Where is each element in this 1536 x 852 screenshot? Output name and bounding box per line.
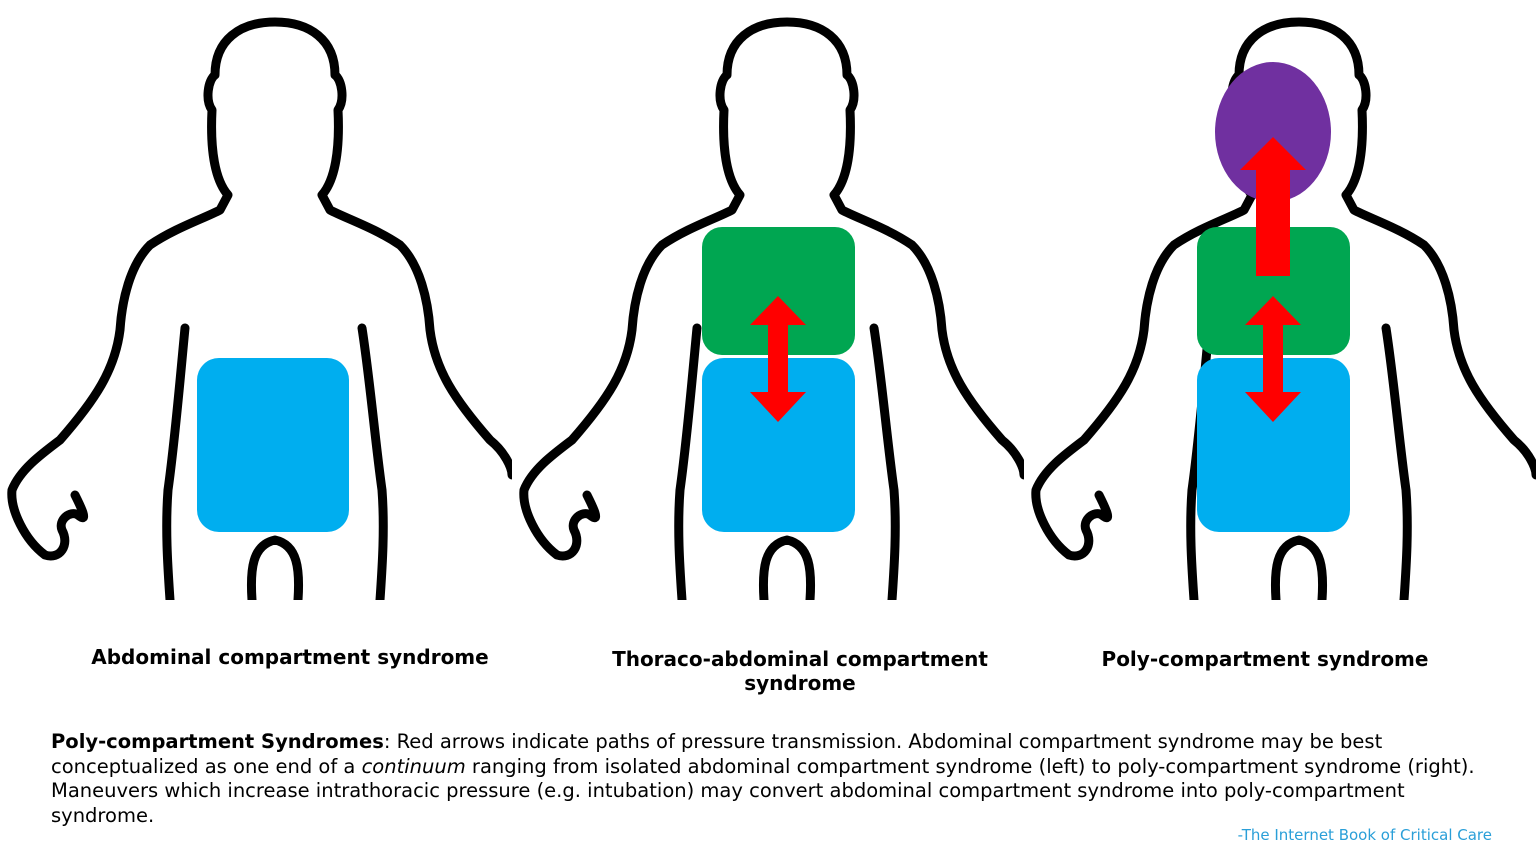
credit: -The Internet Book of Critical Care: [1237, 826, 1492, 844]
abdominal-compartment: [1197, 358, 1350, 532]
caption-emphasis: continuum: [361, 754, 466, 778]
pressure-arrow: [750, 296, 806, 422]
caption-title: Poly-compartment Syndromes: [51, 730, 384, 753]
body-diagram-thoraco-abdominal: [512, 0, 1024, 600]
figure-thoraco-abdominal: [512, 0, 1024, 600]
figure-poly-compartment: [1024, 0, 1536, 600]
pressure-arrow-head: [1240, 137, 1306, 276]
thoracic-compartment: [1197, 227, 1350, 355]
label-poly-compartment: Poly-compartment syndrome: [1101, 647, 1429, 671]
body-diagram-abdominal: [0, 0, 512, 600]
caption: Poly-compartment Syndromes: Red arrows i…: [51, 730, 1506, 828]
pressure-arrow: [1245, 296, 1301, 422]
figure-abdominal: [0, 0, 512, 600]
label-abdominal: Abdominal compartment syndrome: [91, 645, 489, 669]
caption-text-2: ranging from isolated abdominal compartm…: [51, 754, 1475, 827]
abdominal-compartment: [197, 358, 349, 532]
thoracic-compartment: [702, 227, 855, 355]
body-diagram-poly-compartment: [1024, 0, 1536, 600]
label-thoraco-abdominal: Thoraco-abdominal compartment syndrome: [612, 647, 988, 695]
caption-text-1: : Red arrows indicate paths of pressure …: [51, 730, 1383, 778]
abdominal-compartment: [702, 358, 855, 532]
